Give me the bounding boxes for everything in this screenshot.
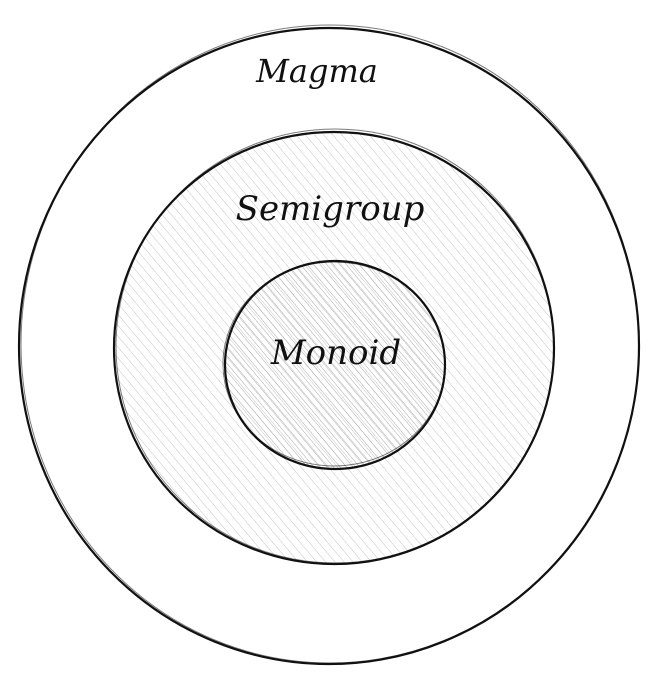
monoid-circle-sketch-stroke — [222, 261, 446, 467]
magma-label: Magma — [255, 52, 378, 90]
monoid-label: Monoid — [270, 333, 401, 373]
magma-circle-sketch-stroke — [20, 24, 640, 664]
semigroup-circle-sketch-stroke — [115, 128, 555, 564]
semigroup-label: Semigroup — [236, 189, 425, 229]
magma-set: Magma — [17, 24, 641, 666]
monoid-set: Monoid — [222, 259, 447, 471]
